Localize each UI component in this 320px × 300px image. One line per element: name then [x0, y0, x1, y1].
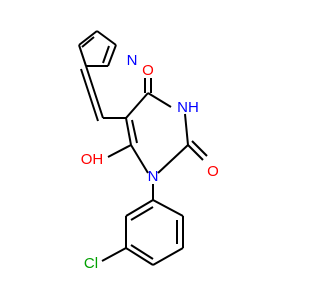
bond	[131, 119, 138, 144]
bond	[157, 144, 189, 174]
bond	[152, 199, 184, 217]
atom-labels: N O NH O N OH Cl	[81, 52, 219, 272]
bond	[107, 44, 117, 67]
bond	[125, 199, 154, 217]
bond	[125, 247, 154, 266]
bond	[101, 247, 127, 262]
molecule-structure: N O NH O N OH Cl	[78, 30, 219, 272]
atom-nh: NH	[177, 99, 199, 116]
bond	[130, 144, 149, 174]
bond	[152, 247, 184, 266]
bond	[81, 36, 95, 48]
bond	[125, 117, 132, 146]
bond	[147, 92, 172, 108]
atom-cl: Cl	[84, 255, 98, 272]
bond	[102, 45, 110, 64]
bond	[130, 244, 154, 260]
atom-oh: OH	[81, 151, 104, 168]
bond	[187, 144, 204, 161]
bonds	[78, 30, 208, 266]
atom-pyrrole-n: N	[127, 52, 138, 69]
bond	[80, 68, 99, 122]
bond	[96, 30, 117, 46]
atom-top-o: O	[142, 62, 154, 79]
bond	[184, 113, 189, 146]
atom-right-o: O	[207, 163, 219, 180]
bond	[191, 140, 208, 157]
bond	[130, 206, 154, 221]
bond	[85, 65, 104, 119]
bond	[78, 30, 98, 46]
bond	[125, 92, 149, 119]
bond	[78, 44, 87, 67]
atom-n1: N	[148, 168, 159, 185]
bond	[107, 144, 132, 158]
